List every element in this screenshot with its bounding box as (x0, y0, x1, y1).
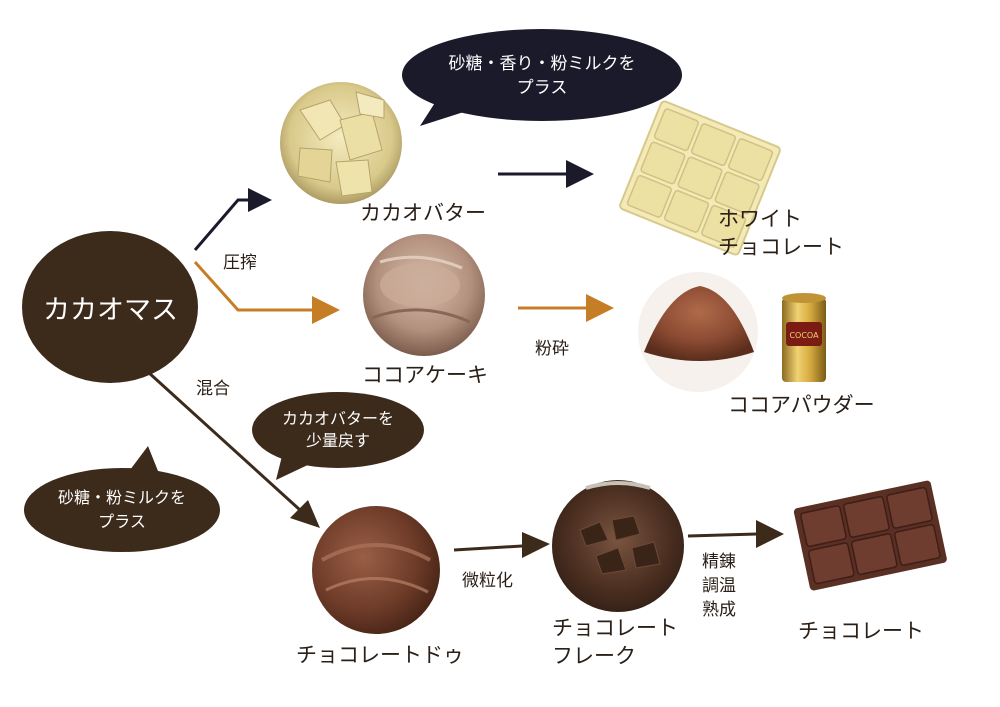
bubble-white-add (402, 29, 682, 126)
white-chocolate-label: ホワイト チョコレート (718, 205, 844, 261)
arrow-to-cocoa-powder (518, 294, 614, 322)
white-chocolate-line-2: チョコレート (718, 235, 844, 259)
bubble-dough-add-line-2: プラス (98, 512, 146, 531)
bubble-white-add-text: 砂糖・香り・粉ミルクを プラス (412, 52, 672, 100)
process-refine-line-3: 熟成 (702, 600, 736, 620)
cacao-butter-image (280, 82, 402, 204)
bubble-butter-return-line-1: カカオバターを (281, 409, 394, 428)
chocolate-label: チョコレート (798, 619, 924, 643)
chocolate-flake-image (552, 480, 684, 612)
bubble-dough-add (24, 446, 220, 552)
process-press-label: 圧搾 (223, 253, 257, 273)
arrow-to-chocolate (687, 520, 784, 548)
process-refine-label: 精錬 調温 熟成 (702, 550, 736, 622)
bubble-white-add-line-2: プラス (516, 78, 568, 98)
cocoa-can-image: COCOA (782, 293, 826, 382)
arrow-to-chocolate-dough (146, 370, 320, 528)
process-micronize-label: 微粒化 (462, 571, 513, 591)
cacao-butter-label: カカオバター (360, 201, 486, 225)
bubble-dough-add-line-1: 砂糖・粉ミルクを (57, 488, 186, 507)
arrow-to-white-chocolate (498, 160, 594, 188)
arrow-to-chocolate-flake (453, 532, 550, 558)
bubble-white-add-line-1: 砂糖・香り・粉ミルクを (448, 54, 636, 74)
bubble-butter-return-line-2: 少量戻す (305, 431, 370, 450)
cacao-mass-node (22, 231, 198, 383)
process-grind-label: 粉砕 (535, 339, 569, 359)
bubble-dough-add-text: 砂糖・粉ミルクを プラス (32, 486, 212, 534)
chocolate-dough-image (312, 506, 440, 634)
chocolate-image (793, 480, 947, 591)
white-chocolate-line-1: ホワイト (718, 207, 802, 231)
chocolate-dough-label: チョコレートドゥ (296, 643, 464, 667)
chocolate-flake-line-2: フレーク (552, 644, 636, 668)
bubble-butter-return (252, 392, 424, 480)
cocoa-cake-image (363, 234, 485, 356)
process-mix-label: 混合 (196, 379, 230, 399)
chocolate-flake-label: チョコレート フレーク (552, 614, 678, 670)
white-chocolate-image (619, 100, 781, 256)
cocoa-powder-image (638, 272, 758, 392)
cocoa-powder-label: ココアパウダー (728, 393, 875, 417)
process-refine-line-2: 調温 (702, 576, 736, 596)
cocoa-cake-label: ココアケーキ (362, 363, 488, 387)
cacao-mass-label: カカオマス (43, 294, 178, 326)
arrow-to-cocoa-cake (193, 260, 340, 324)
arrow-to-cacao-butter (193, 188, 272, 251)
process-refine-line-1: 精錬 (702, 552, 736, 572)
bubble-butter-return-text: カカオバターを 少量戻す (260, 408, 416, 452)
cocoa-can-text: COCOA (789, 331, 819, 340)
chocolate-flake-line-1: チョコレート (552, 616, 678, 640)
